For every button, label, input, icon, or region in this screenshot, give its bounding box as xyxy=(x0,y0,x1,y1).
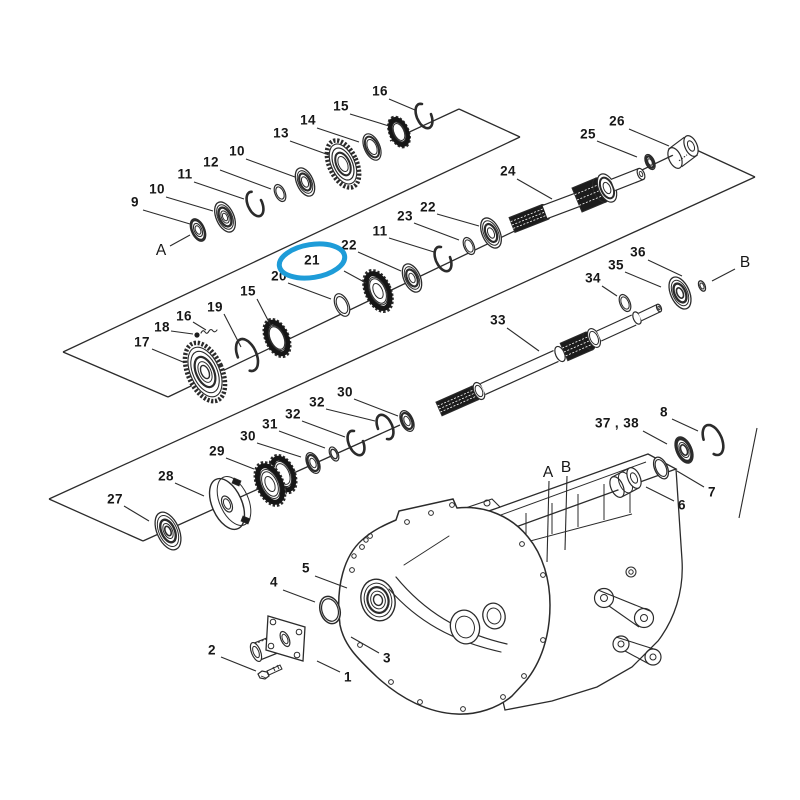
part-16a xyxy=(414,102,434,130)
part-30a xyxy=(305,452,321,474)
part-label-1-44: 1 xyxy=(344,670,352,685)
part-label-36-35: 36 xyxy=(630,245,646,260)
part-label-30-27: 30 xyxy=(240,429,256,444)
group-labels: 91011121013141516A1718161915202122112322… xyxy=(107,84,750,685)
part-label-4-42: 4 xyxy=(270,575,278,590)
part-label-28-25: 28 xyxy=(158,469,174,484)
part-label-18-11: 18 xyxy=(154,320,170,335)
part-label-23-19: 23 xyxy=(397,209,413,224)
part-label-32-29: 32 xyxy=(285,407,301,422)
part-32a xyxy=(346,429,366,457)
part-label-29-26: 29 xyxy=(209,444,225,459)
group-front-parts xyxy=(249,423,725,680)
part-label-B-36: B xyxy=(740,254,750,271)
part-label-6-40: 6 xyxy=(678,498,686,513)
part-label-8-38: 8 xyxy=(660,405,668,420)
part-30b xyxy=(399,410,415,432)
part-8 xyxy=(701,423,725,457)
part-label-11-18: 11 xyxy=(372,224,387,239)
part-21 xyxy=(362,268,394,314)
part-label-33-32: 33 xyxy=(490,313,506,328)
part-6 xyxy=(609,467,642,498)
part-label-27-24: 27 xyxy=(107,492,123,507)
part-label-31-28: 31 xyxy=(262,417,278,432)
part-14 xyxy=(362,133,382,161)
part-9 xyxy=(189,218,207,242)
part-23 xyxy=(462,236,476,256)
highlight-ellipse-part-21 xyxy=(276,241,348,281)
part-label-9-0: 9 xyxy=(131,195,139,210)
part-label-14-6: 14 xyxy=(300,113,316,128)
part-20 xyxy=(333,293,351,317)
part-label-13-5: 13 xyxy=(273,126,289,141)
part-label-11-2: 11 xyxy=(177,167,192,182)
part-label-24-21: 24 xyxy=(500,164,516,179)
part-label-21-16: 21 xyxy=(304,253,320,268)
part-15a xyxy=(387,115,411,149)
part-label-22-20: 22 xyxy=(420,200,436,215)
part-18b xyxy=(194,332,200,338)
part-label-3738-37: 37 , 38 xyxy=(595,416,639,431)
part-24 xyxy=(508,167,646,234)
part-label-30-31: 30 xyxy=(337,385,353,400)
part-22b xyxy=(480,217,502,249)
part-label-35-34: 35 xyxy=(608,258,624,273)
part-26 xyxy=(667,135,699,169)
part-label-7-39: 7 xyxy=(708,485,716,500)
part-7 xyxy=(652,456,670,480)
part-10c xyxy=(294,167,316,197)
part-label-34-33: 34 xyxy=(585,271,601,286)
part-label-26-23: 26 xyxy=(609,114,625,129)
group-leader-lines xyxy=(123,98,758,673)
part-29a xyxy=(253,461,287,507)
part-label-10-1: 10 xyxy=(149,182,165,197)
part-Br xyxy=(697,280,707,292)
part-label-A-9: A xyxy=(156,242,167,259)
part-1 xyxy=(249,615,306,663)
part-12 xyxy=(273,183,287,203)
part-31 xyxy=(328,446,340,462)
part-3738 xyxy=(674,436,694,464)
part-22a xyxy=(401,263,423,293)
part-label-15-14: 15 xyxy=(240,284,256,299)
part-label-12-3: 12 xyxy=(203,155,219,170)
part-34 xyxy=(618,293,632,313)
part-11a xyxy=(245,190,265,218)
part-label-19-13: 19 xyxy=(207,300,223,315)
part-11c xyxy=(433,245,453,273)
part-19 xyxy=(234,337,260,373)
part-4 xyxy=(318,595,342,625)
part-label-5-41: 5 xyxy=(302,561,310,576)
part-label-16-8: 16 xyxy=(372,84,388,99)
part-2 xyxy=(257,664,283,680)
part-label-22-17: 22 xyxy=(341,238,357,253)
part-label-10-4: 10 xyxy=(229,144,245,159)
part-28 xyxy=(208,476,252,531)
part-label-17-10: 17 xyxy=(134,335,150,350)
part-label-32-30: 32 xyxy=(309,395,325,410)
part-10a xyxy=(214,201,236,233)
part-label-A-46: A xyxy=(543,464,554,481)
part-label-15-7: 15 xyxy=(333,99,349,114)
part-label-2-45: 2 xyxy=(208,643,216,658)
part-label-25-22: 25 xyxy=(580,127,596,142)
part-label-16-12: 16 xyxy=(176,309,192,324)
part-label-B-47: B xyxy=(561,459,571,476)
part-15b xyxy=(262,317,292,359)
part-label-3-43: 3 xyxy=(383,651,391,666)
part-32b xyxy=(375,413,395,441)
part-17 xyxy=(182,340,228,404)
part-27 xyxy=(154,511,182,551)
part-3536 xyxy=(668,276,692,310)
group-parts xyxy=(154,102,707,551)
part-33 xyxy=(435,303,663,417)
part-16s xyxy=(200,328,218,334)
part-25 xyxy=(644,153,656,171)
part-13 xyxy=(324,138,362,190)
housing-case xyxy=(337,453,683,715)
